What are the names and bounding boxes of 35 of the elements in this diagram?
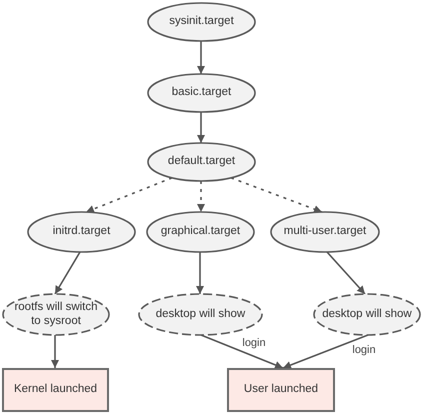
node-label: sysinit.target	[169, 15, 234, 29]
target-ellipse	[146, 211, 255, 253]
node-label: initrd.target	[52, 225, 110, 239]
arrow	[51, 335, 59, 368]
arrow	[326, 251, 366, 295]
node-label: desktop will show	[156, 308, 246, 322]
dashed-arrow	[197, 181, 205, 212]
target-ellipse	[147, 73, 256, 113]
edge-label: login	[242, 338, 266, 350]
node-label: desktop will show	[322, 308, 412, 322]
state-ellipse	[138, 293, 263, 336]
state-ellipse	[313, 293, 421, 336]
result-box	[2, 368, 109, 412]
node-label: rootfs will switch to sysroot	[13, 300, 99, 328]
arrow	[200, 334, 284, 369]
node-label: basic.target	[172, 86, 232, 100]
arrow	[197, 112, 205, 143]
dashed-arrow	[230, 177, 322, 213]
edge-label: login	[352, 345, 376, 357]
node-label: Kernel launched	[14, 383, 98, 397]
target-ellipse	[27, 211, 136, 253]
arrow	[196, 252, 204, 294]
target-ellipse	[147, 2, 256, 42]
arrow	[54, 252, 81, 294]
node-label: default.target	[168, 155, 236, 169]
result-box	[227, 368, 335, 412]
target-ellipse	[270, 211, 380, 253]
node-label: multi-user.target	[284, 225, 366, 239]
node-label: graphical.target	[160, 225, 240, 239]
state-ellipse	[2, 293, 110, 336]
node-label: User launched	[244, 383, 318, 397]
arrow	[282, 334, 368, 369]
target-ellipse	[147, 142, 256, 182]
arrow	[197, 41, 205, 74]
dashed-arrow	[86, 177, 172, 213]
